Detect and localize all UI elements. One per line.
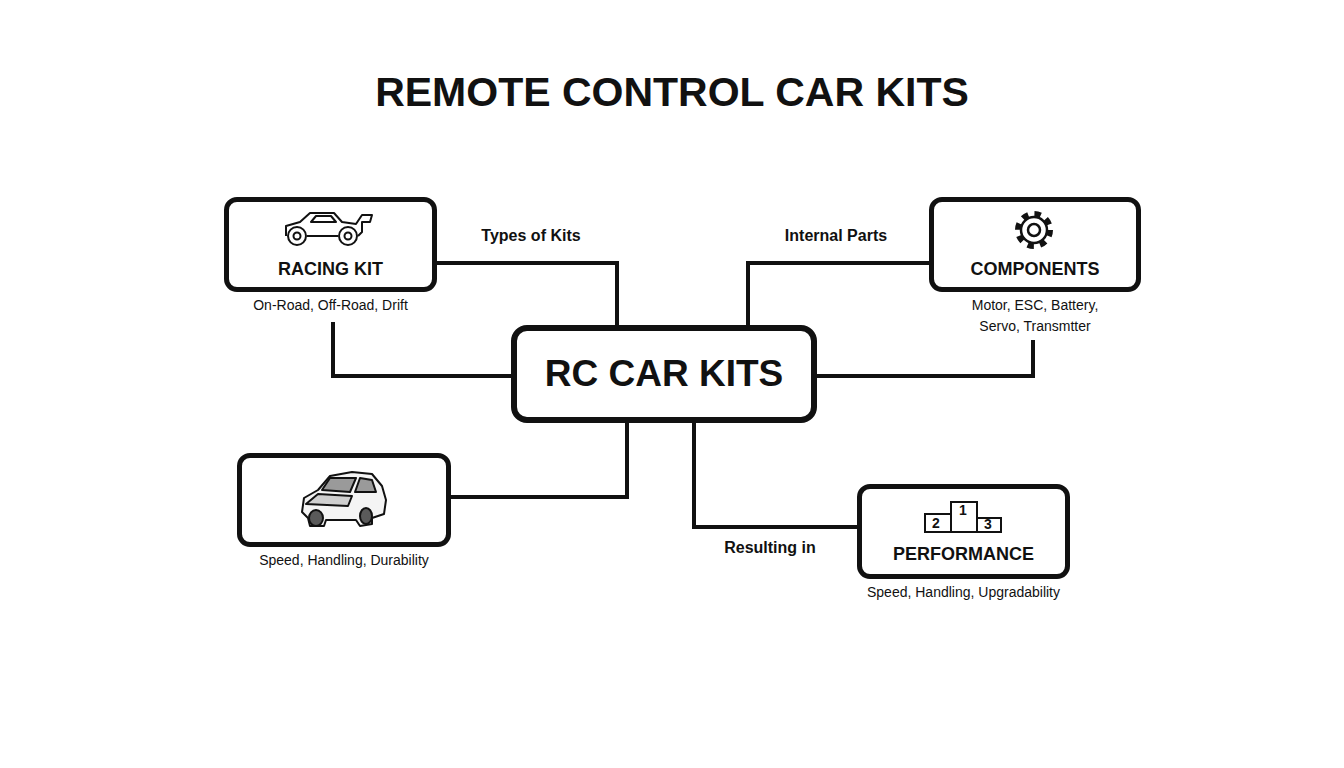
connector-line (748, 263, 929, 325)
connector-label: Internal Parts (785, 226, 887, 246)
podium-number: 3 (984, 516, 992, 532)
diagram-title: REMOTE CONTROL CAR KITS (0, 66, 1344, 118)
node-caption: Speed, Handling, Upgradability (867, 582, 1060, 603)
node-caption: Speed, Handling, Durability (259, 550, 429, 571)
node-caption: Motor, ESC, Battery, Servo, Transmtter (955, 295, 1115, 337)
connector-line (437, 263, 617, 325)
node-label: RACING KIT (229, 257, 432, 281)
connector-label: Resulting in (724, 538, 816, 558)
connector-label: Types of Kits (481, 226, 580, 246)
node-caption: On-Road, Off-Road, Drift (253, 295, 408, 316)
node-label: COMPONENTS (934, 257, 1136, 281)
node-label: RC CAR KITS (517, 331, 811, 417)
attribute-box: Speed, Handling, Durability (237, 453, 451, 547)
components-box: COMPONENTSMotor, ESC, Battery, Servo, Tr… (929, 197, 1141, 292)
connector-line (817, 340, 1033, 376)
performance-box: PERFORMANCESpeed, Handling, Upgradabilit… (857, 484, 1070, 579)
central-topic-box: RC CAR KITS (511, 325, 817, 423)
connector-line (694, 423, 857, 527)
node-label: PERFORMANCE (862, 542, 1065, 566)
kit-type-box: RACING KITOn-Road, Off-Road, Drift (224, 197, 437, 292)
podium-number: 2 (932, 515, 940, 531)
connector-line (451, 423, 627, 497)
connector-line (333, 322, 511, 376)
podium-number: 1 (959, 502, 967, 518)
